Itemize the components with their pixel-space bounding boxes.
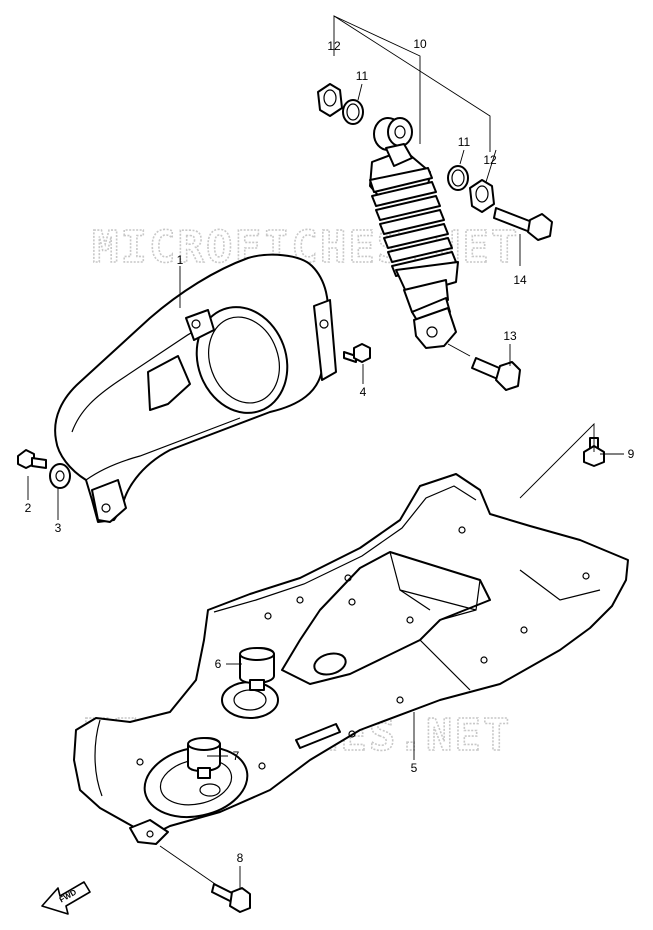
callout-part-8: 8 — [237, 851, 244, 865]
rubber-mount-7 — [187, 737, 221, 779]
callout-labels: 1 2 3 4 5 6 7 8 9 10 11 11 12 12 13 14 — [25, 37, 635, 865]
callout-part-10: 10 — [413, 37, 427, 51]
callout-part-9: 9 — [628, 447, 635, 461]
bushing-12-lower — [469, 179, 495, 213]
bolt-4 — [343, 343, 371, 363]
bolt-8 — [211, 883, 251, 913]
callout-part-5: 5 — [411, 761, 418, 775]
leader-lines — [27, 15, 624, 890]
callout-part-14: 14 — [513, 273, 527, 287]
washer-3 — [49, 463, 71, 489]
forward-direction-arrow: FWD — [41, 881, 91, 915]
bolt-14 — [493, 207, 553, 241]
callout-part-6: 6 — [215, 657, 222, 671]
rear-shock-absorber — [369, 117, 459, 349]
callout-part-4: 4 — [360, 385, 367, 399]
callout-part-7: 7 — [233, 749, 240, 763]
circlip-11-upper — [342, 99, 364, 125]
callout-part-13: 13 — [503, 329, 517, 343]
bolt-13 — [471, 357, 521, 391]
callout-part-2: 2 — [25, 501, 32, 515]
circlip-11-lower — [447, 165, 469, 191]
chain-cover — [54, 253, 337, 523]
bushing-12-upper — [317, 83, 343, 117]
callout-part-1: 1 — [177, 253, 184, 267]
callout-part-11-lower: 11 — [458, 135, 471, 149]
callout-part-3: 3 — [55, 521, 62, 535]
rubber-mount-6 — [239, 647, 275, 691]
bolt-2 — [17, 449, 47, 469]
under-plate — [73, 473, 629, 845]
callout-part-11-upper: 11 — [356, 69, 369, 83]
callout-part-12-upper: 12 — [327, 39, 341, 53]
callout-part-12-lower: 12 — [483, 153, 497, 167]
